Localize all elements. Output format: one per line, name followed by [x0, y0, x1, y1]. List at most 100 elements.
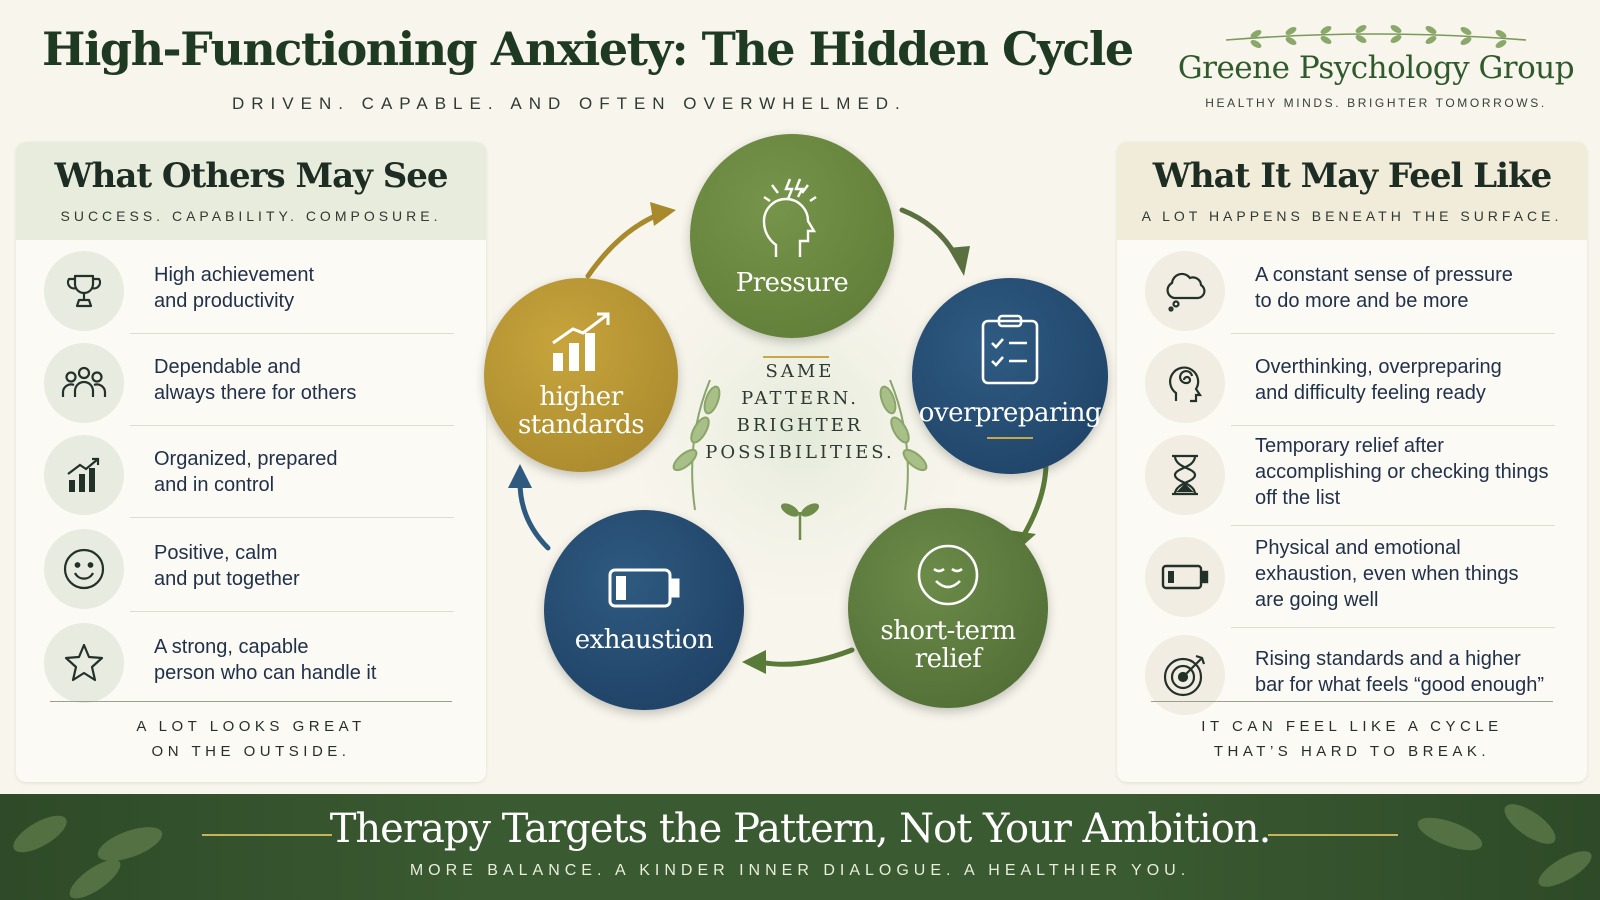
accent-rule	[763, 356, 829, 358]
arrow-head	[742, 650, 766, 674]
item-line: bar for what feels “good enough”	[1255, 674, 1545, 696]
arrow-head	[650, 202, 676, 226]
item-line: Positive, calm	[154, 542, 278, 564]
feels-like-panel: What It May Feel Like A LOT HAPPENS BENE…	[1117, 142, 1587, 782]
node-label: exhaustion	[574, 625, 714, 655]
node-label-line: higher	[539, 382, 623, 412]
page-subtitle: DRIVEN. CAPABLE. AND OFTEN OVERWHELMED.	[232, 94, 907, 113]
cycle-node-short-term-relief: short-term relief	[848, 508, 1048, 708]
people-icon	[44, 343, 124, 423]
divider	[1231, 333, 1555, 334]
rising-bars-icon	[552, 312, 610, 371]
panel-header: What It May Feel Like A LOT HAPPENS BENE…	[1117, 142, 1587, 240]
footer-line: IT CAN FEEL LIKE A CYCLE	[1201, 718, 1503, 735]
item-line: Rising standards and a higher	[1255, 648, 1521, 670]
cycle-arrow	[517, 479, 551, 551]
trophy-icon	[44, 251, 124, 331]
cycle-node-overpreparing: overpreparing	[912, 278, 1108, 474]
thought-cloud-icon	[1145, 251, 1225, 331]
leaf-decoration-icon	[13, 815, 163, 899]
page-title: High-Functioning Anxiety: The Hidden Cyc…	[42, 22, 1134, 76]
panel-header: What Others May See SUCCESS. CAPABILITY.…	[16, 142, 486, 240]
bar-chart-icon	[44, 435, 124, 515]
node-label: short-term relief	[880, 616, 1016, 673]
item-line: High achievement	[154, 264, 315, 286]
arrow-head	[948, 246, 970, 276]
banner-subtitle: MORE BALANCE. A KINDER INNER DIALOGUE. A…	[409, 862, 1191, 879]
divider	[130, 425, 454, 426]
item-line: to do more and be more	[1255, 290, 1469, 312]
stressed-head-icon	[762, 178, 817, 257]
footer-line: THAT’S HARD TO BREAK.	[1213, 743, 1491, 760]
item-line: off the list	[1255, 487, 1341, 509]
leaf-decoration-icon	[1417, 804, 1592, 887]
item-line: and put together	[154, 568, 300, 590]
cycle-arrow	[757, 647, 855, 667]
list-item: Rising standards and a higher bar for wha…	[1117, 626, 1587, 718]
panel-subtitle: A LOT HAPPENS BENEATH THE SURFACE.	[1141, 208, 1563, 224]
node-label-line: standards	[517, 410, 645, 440]
anxiety-cycle-diagram: Pressure overpreparing short-term relief…	[470, 130, 1130, 730]
item-line: and difficulty feeling ready	[1255, 382, 1486, 404]
banner-title: Therapy Targets the Pattern, Not Your Am…	[329, 806, 1272, 852]
low-battery-icon	[1145, 537, 1225, 617]
panel-footer: A LOT LOOKS GREAT ON THE OUTSIDE.	[16, 714, 486, 764]
divider	[130, 611, 454, 612]
item-line: and in control	[154, 474, 275, 496]
list-item: High achievement and productivity	[16, 242, 486, 334]
item-line: Temporary relief after	[1255, 435, 1444, 457]
divider	[1231, 627, 1555, 628]
panel-title: What It May Feel Like	[1152, 156, 1553, 196]
item-line: and productivity	[154, 290, 295, 312]
list-item: A strong, capable person who can handle i…	[16, 614, 486, 706]
node-label-line: short-term	[880, 616, 1016, 646]
divider	[130, 517, 454, 518]
list-item: Positive, calm and put together	[16, 520, 486, 612]
item-line: accomplishing or checking things	[1255, 461, 1549, 483]
low-battery-icon	[608, 568, 680, 608]
item-line: always there for others	[154, 382, 357, 404]
star-icon	[44, 623, 124, 703]
item-line: are going well	[1255, 589, 1379, 611]
bottom-banner: Therapy Targets the Pattern, Not Your Am…	[0, 794, 1600, 900]
panel-title: What Others May See	[54, 156, 448, 196]
center-line: BRIGHTER	[736, 415, 864, 436]
item-line: Physical and emotional	[1255, 537, 1461, 559]
cycle-arrow	[899, 207, 961, 263]
divider	[1231, 425, 1555, 426]
panel-subtitle: SUCCESS. CAPABILITY. COMPOSURE.	[60, 208, 442, 224]
panel-footer: IT CAN FEEL LIKE A CYCLE THAT’S HARD TO …	[1117, 714, 1587, 764]
cycle-arrow	[1019, 462, 1049, 541]
cycle-node-higher-standards: higher standards	[484, 278, 678, 472]
cycle-center-message: SAME PATTERN. BRIGHTER POSSIBILITIES.	[680, 358, 920, 466]
center-line: SAME	[765, 361, 835, 382]
accent-rule	[987, 437, 1033, 439]
clipboard-checklist-icon	[981, 314, 1039, 385]
brand-name: Greene Psychology Group	[1177, 50, 1575, 86]
list-item: Organized, prepared and in control	[16, 426, 486, 518]
others-see-panel: What Others May See SUCCESS. CAPABILITY.…	[16, 142, 486, 782]
accent-rule	[1268, 834, 1398, 836]
cycle-node-exhaustion: exhaustion	[544, 510, 744, 710]
center-line: POSSIBILITIES.	[705, 442, 895, 463]
footer-line: ON THE OUTSIDE.	[151, 743, 351, 760]
arrow-head	[508, 464, 532, 488]
list-item: Overthinking, overpreparing and difficult…	[1117, 334, 1587, 426]
divider	[1151, 701, 1553, 702]
item-line: person who can handle it	[154, 662, 377, 684]
divider	[50, 701, 452, 702]
node-label: Pressure	[735, 268, 849, 298]
spiral-head-icon	[1145, 343, 1225, 423]
list-item: Temporary relief after accomplishing or c…	[1117, 426, 1587, 526]
smiley-icon	[44, 529, 124, 609]
brand-logo: Greene Psychology Group HEALTHY MINDS. B…	[1176, 20, 1576, 120]
cycle-node-pressure: Pressure	[690, 134, 894, 338]
center-line: PATTERN.	[741, 388, 859, 409]
item-line: Organized, prepared	[154, 448, 338, 470]
item-line: Overthinking, overpreparing	[1255, 356, 1502, 378]
item-line: A strong, capable	[154, 636, 309, 658]
vine-decoration-icon	[1225, 25, 1527, 48]
